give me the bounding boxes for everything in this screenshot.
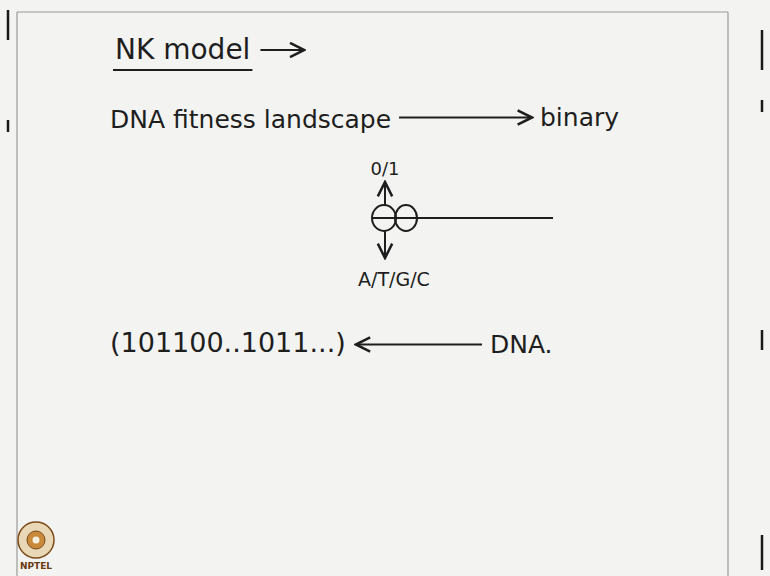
base-label: A/T/G/C	[358, 270, 430, 289]
dna-strand-sketch	[372, 182, 553, 258]
arrow	[260, 49, 304, 51]
site-circle	[395, 205, 417, 231]
state-label: 0/1	[371, 160, 400, 178]
up-arrow	[384, 182, 386, 205]
sequence-text: (101100..1011...)	[110, 329, 346, 356]
note-text: DNA.	[490, 332, 553, 357]
strand-line	[372, 217, 553, 219]
arrow	[356, 344, 482, 346]
note-arrows	[113, 50, 532, 345]
logo-text: NPTEL	[20, 562, 52, 571]
note-text: binary	[540, 105, 619, 130]
underline	[113, 69, 252, 71]
down-arrow	[384, 231, 386, 258]
arrow	[399, 117, 532, 119]
note-text: DNA fitness landscape	[110, 107, 391, 132]
page-frame	[17, 12, 728, 576]
edge-marks	[8, 10, 762, 570]
site-circle	[372, 205, 396, 231]
heading-text: NK model	[115, 36, 250, 64]
nptel-logo	[18, 522, 54, 558]
